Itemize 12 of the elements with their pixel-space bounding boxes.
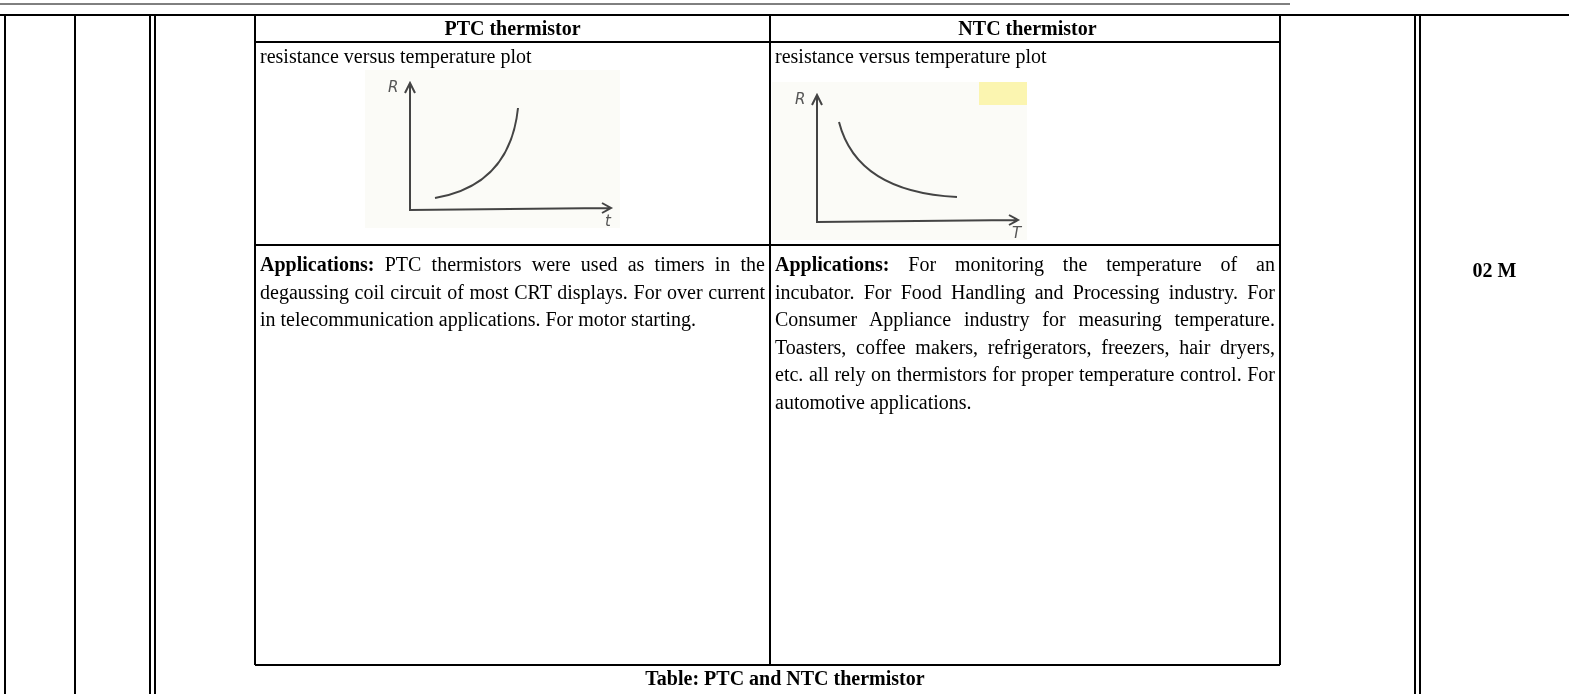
axis-label: R <box>795 90 806 108</box>
paragraph: Applications: For monitoring the temperature of an incubator. For Food Handling and Processing industry. For Consumer Appliance industry for measuring temperature. Toasters, coffee makers, refrigerators, freezers, hair dryers, etc. all rely on thermistors for proper temperature control. For automotive applications. <box>775 252 1275 416</box>
cell-text: resistance versus temperature plot <box>775 44 1048 70</box>
cell-text: 02 M <box>1471 258 1518 283</box>
axis-label: R <box>388 78 399 96</box>
column-header: PTC thermistor <box>443 16 582 41</box>
cell-text: resistance versus temperature plot <box>260 44 533 70</box>
paragraph: Applications: PTC thermistors were used as timers in the degaussing coil circuit of most CRT displays. For over current in telecommunication applications. For motor starting. <box>260 252 765 333</box>
axis-label: t <box>605 212 611 230</box>
table-caption: Table: PTC and NTC thermistor <box>644 666 926 691</box>
axis-label: T <box>1012 224 1022 242</box>
column-header: NTC thermistor <box>957 16 1098 41</box>
